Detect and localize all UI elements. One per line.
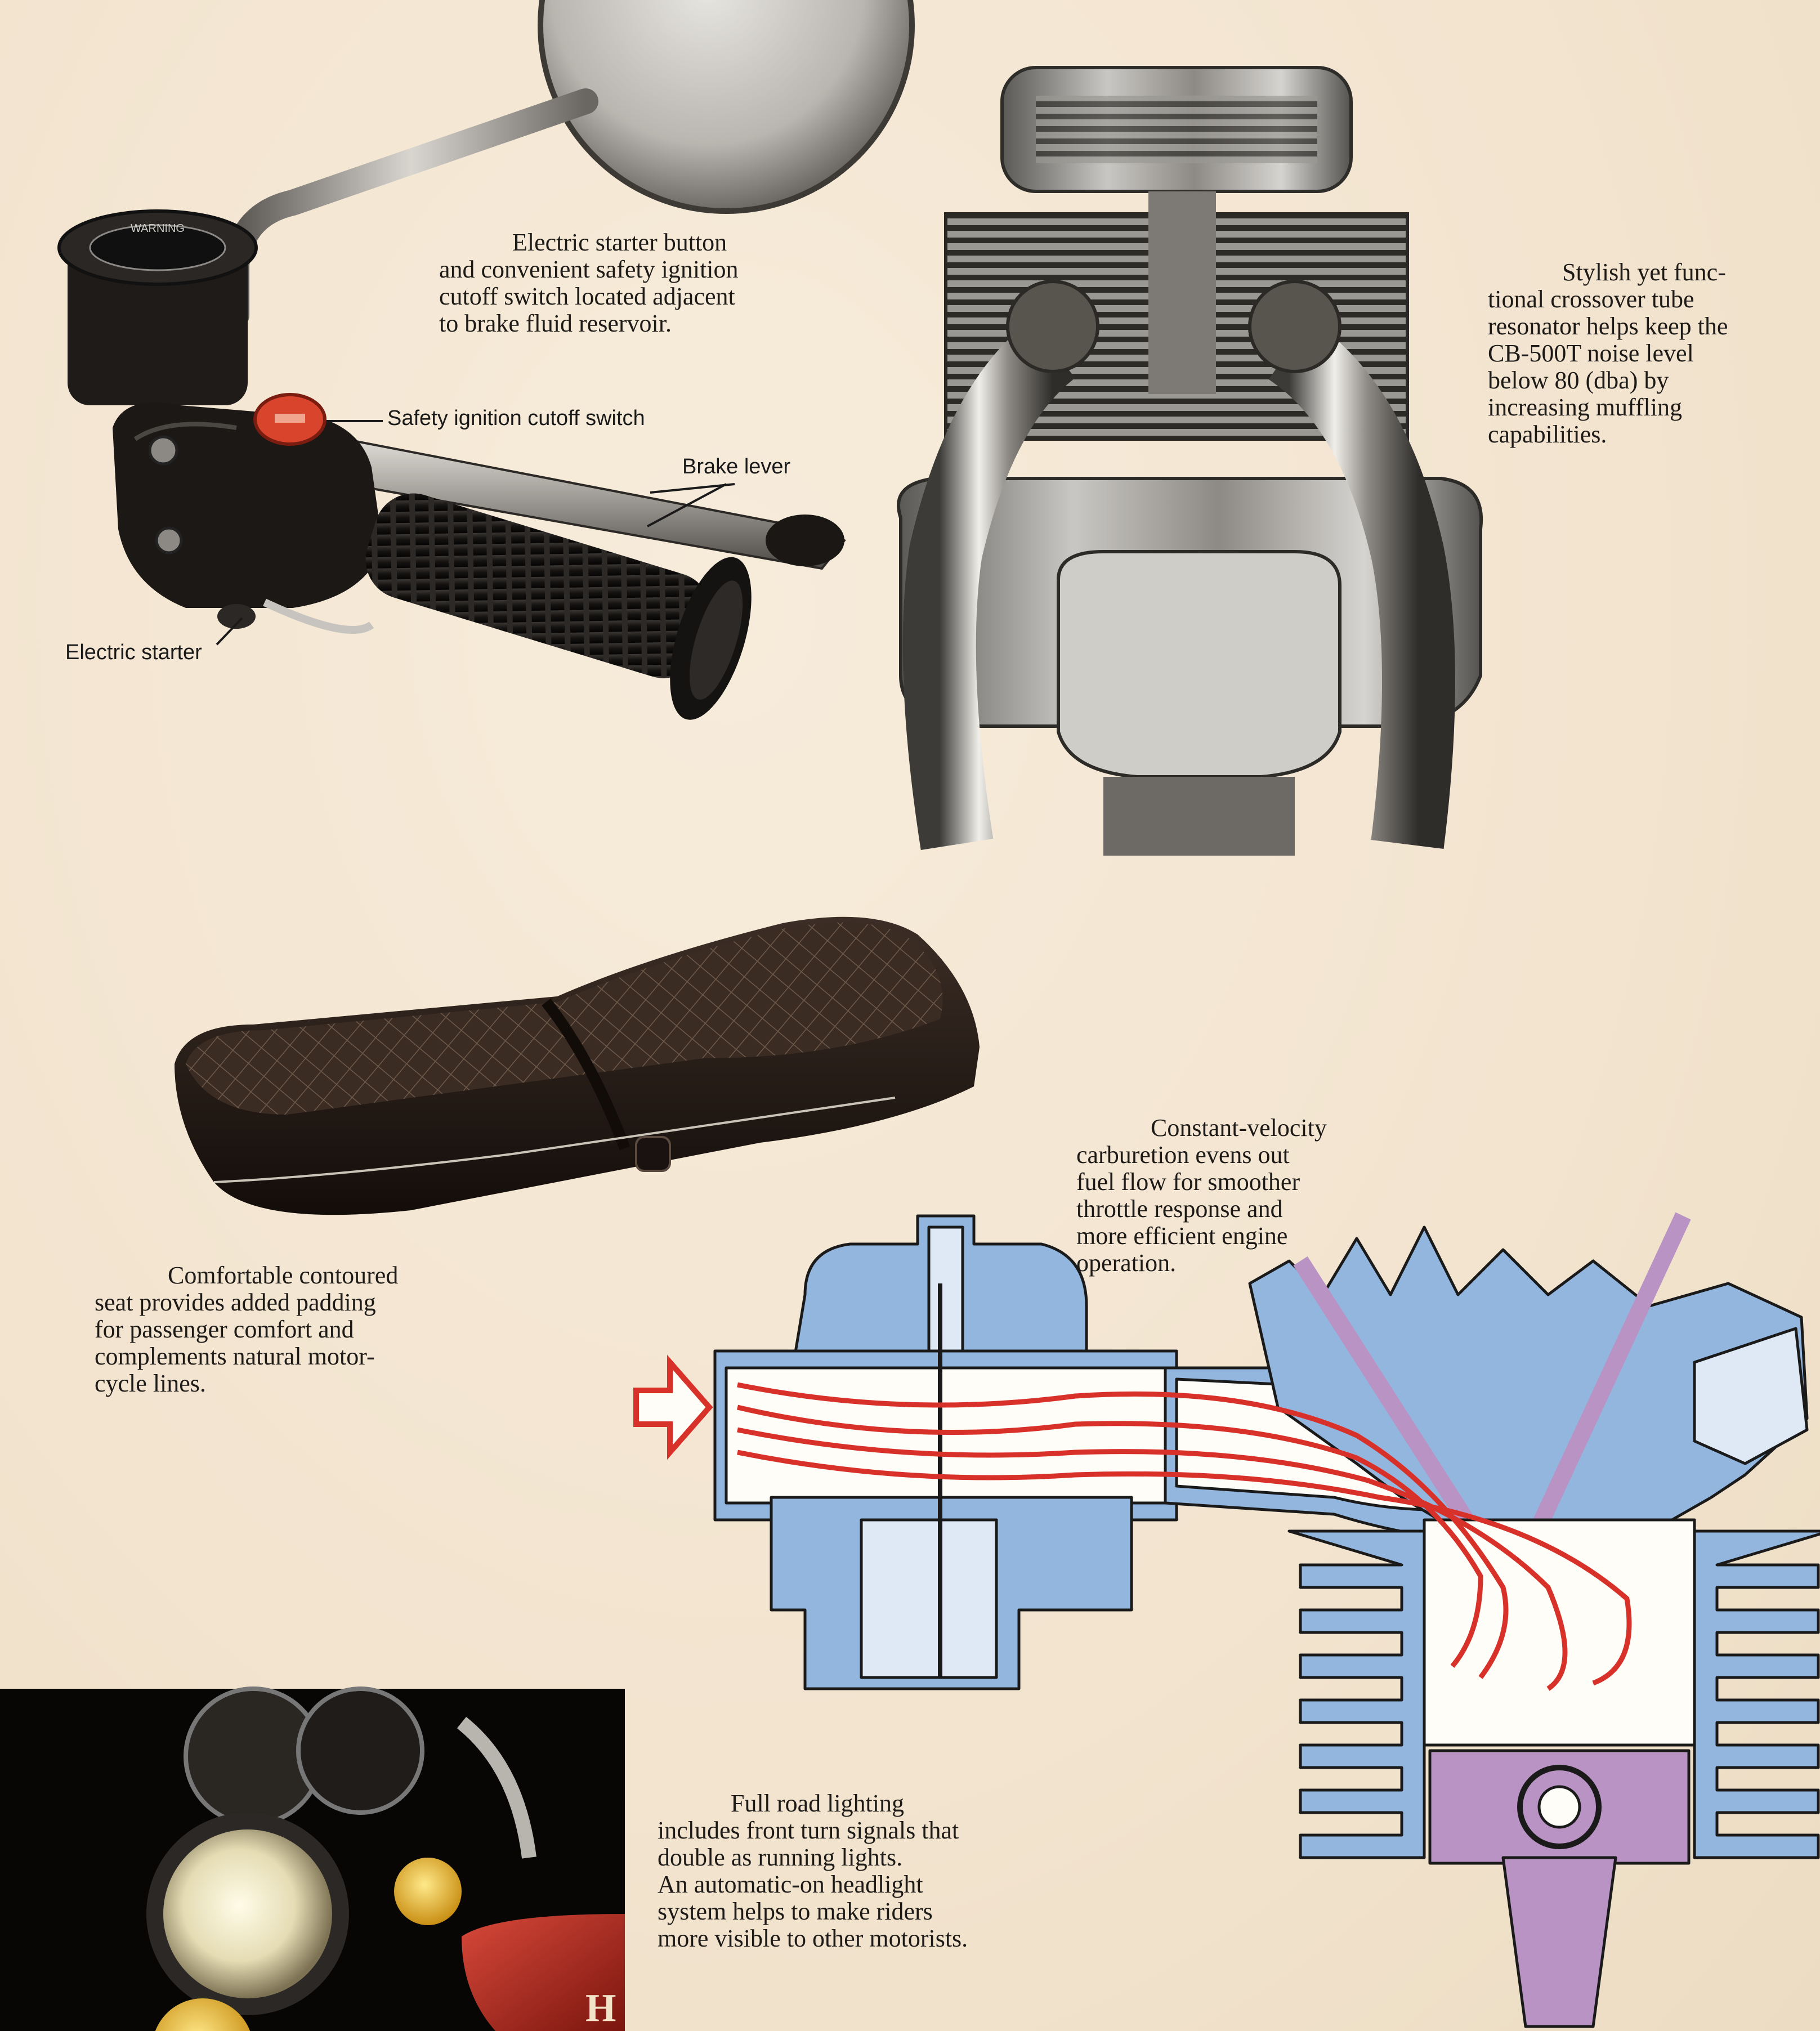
- caption-line: throttle response and: [1076, 1195, 1283, 1223]
- caption-line: to brake fluid reservoir.: [439, 310, 672, 337]
- fuel-flow-line: [737, 1427, 1568, 1691]
- turn-signal-icon: [155, 1998, 251, 2031]
- electric-starter-button: [217, 604, 256, 629]
- caption-line: capabilities.: [1488, 420, 1607, 448]
- caption-line: cycle lines.: [95, 1370, 206, 1397]
- caption-line: Stylish yet func-: [1562, 258, 1726, 286]
- switch-housing: [113, 402, 383, 608]
- cylinder-fins: [1287, 1529, 1426, 1859]
- fuel-flow-line: [737, 1382, 1509, 1679]
- caption-line: double as running lights.: [658, 1844, 903, 1871]
- caption-line: Electric starter button: [512, 229, 727, 256]
- caption-line: complements natural motor-: [95, 1343, 375, 1370]
- caption-line: for passenger comfort and: [95, 1316, 354, 1343]
- headlight-photo: H: [0, 1686, 625, 2031]
- caption-line: below 80 (dba) by: [1488, 366, 1669, 394]
- label-safety-switch: Safety ignition cutoff switch: [387, 406, 645, 430]
- exhaust-pipe-left: [902, 320, 1076, 851]
- fuel-tank: [462, 1914, 625, 2031]
- caption-line: Comfortable contoured: [168, 1261, 399, 1289]
- caption-line: Constant-velocity: [1151, 1114, 1327, 1142]
- caption-line: cutoff switch located adjacent: [439, 283, 735, 310]
- caption-line: increasing muffling: [1488, 393, 1682, 421]
- caption-line: tional crossover tube: [1488, 285, 1694, 313]
- fuel-flow-line: [737, 1450, 1632, 1686]
- caption-line: resonator helps keep the: [1488, 312, 1728, 340]
- caption-line: system helps to make riders: [658, 1898, 933, 1925]
- handlebar-photo: WARNING: [57, 0, 915, 720]
- caption-resonator: Stylish yet func- tional crossover tube …: [1488, 259, 1803, 448]
- carburetor-cutaway-diagram: [633, 1212, 1820, 2028]
- seat-photo: [175, 916, 980, 1215]
- connecting-rod: [1501, 1856, 1617, 2028]
- caption-seat: Comfortable contoured seat provides adde…: [95, 1262, 477, 1397]
- caption-line: and convenient safety ignition: [439, 256, 739, 283]
- mirror: [538, 0, 915, 214]
- label-electric-starter: Electric starter: [65, 641, 202, 664]
- exhaust-pipe-right: [1268, 318, 1455, 849]
- caption-line: operation.: [1076, 1249, 1177, 1277]
- caption-lighting: Full road lighting includes front turn s…: [658, 1790, 1063, 1952]
- label-brake-lever: Brake lever: [682, 455, 791, 478]
- caption-carburetion: Constant-velocity carburetion evens out …: [1076, 1115, 1392, 1277]
- caption-line: includes front turn signals that: [658, 1817, 959, 1844]
- caption-line: more visible to other motorists.: [658, 1925, 968, 1952]
- exhaust-valve: [1529, 1212, 1691, 1535]
- caption-starter: Electric starter button and convenient s…: [439, 229, 822, 337]
- caption-line: CB-500T noise level: [1488, 339, 1694, 367]
- caption-line: fuel flow for smoother: [1076, 1168, 1300, 1196]
- intake-valve: [1293, 1256, 1488, 1547]
- caption-line: carburetion evens out: [1076, 1141, 1290, 1169]
- tank-badge: H: [585, 1987, 616, 2030]
- caption-line: more efficient engine: [1076, 1222, 1288, 1250]
- intake-arrow-icon: [633, 1354, 713, 1460]
- caption-line: seat provides added padding: [95, 1289, 376, 1316]
- engine-photo: [897, 66, 1483, 856]
- fuel-flow-line: [736, 1404, 1483, 1668]
- reservoir-warning-text: WARNING: [131, 222, 185, 235]
- oil-pan: [1057, 550, 1341, 779]
- caption-line: Full road lighting: [731, 1790, 904, 1817]
- caption-line: An automatic-on headlight: [658, 1871, 923, 1898]
- handlebar-grip: [365, 493, 752, 720]
